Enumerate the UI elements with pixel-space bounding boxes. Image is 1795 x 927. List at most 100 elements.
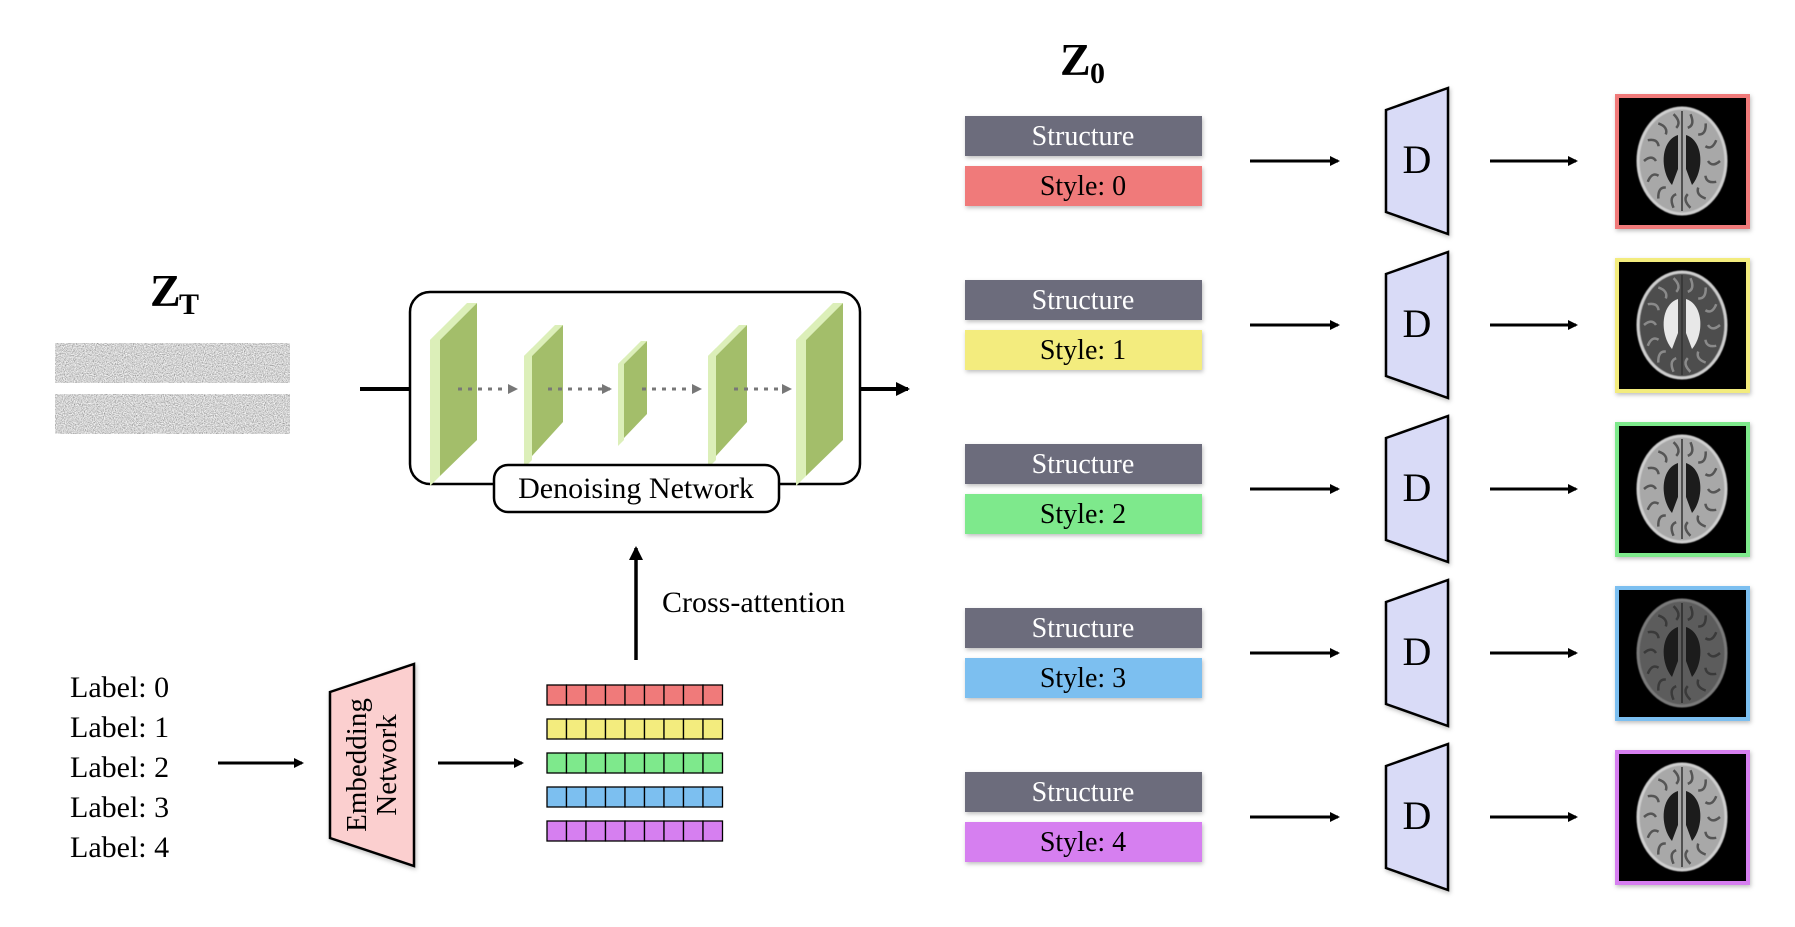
token-cell (546, 718, 568, 740)
style-label: Style: 3 (1040, 663, 1126, 694)
token-cell (702, 752, 724, 774)
token-cell (585, 752, 607, 774)
decoder-block (1384, 86, 1450, 236)
noise-strip-2 (55, 394, 290, 434)
token-cell (585, 718, 607, 740)
token-cell (682, 718, 704, 740)
token-cell (624, 786, 646, 808)
token-cell (702, 786, 724, 808)
label-item: Label: 1 (70, 711, 169, 744)
token-cell (682, 786, 704, 808)
token-row (546, 786, 724, 808)
token-cell (546, 820, 568, 842)
label-item: Label: 3 (70, 791, 169, 824)
token-cell (565, 786, 587, 808)
decoder-block (1384, 414, 1450, 564)
brain-mri-slice (1636, 106, 1728, 216)
label-item: Label: 2 (70, 751, 169, 784)
token-cell (682, 752, 704, 774)
token-row (546, 820, 724, 842)
style-bar (965, 330, 1202, 370)
token-cell (604, 820, 626, 842)
unet-block-4 (708, 325, 747, 468)
token-cell (702, 684, 724, 706)
embedding-trapezoid (328, 662, 416, 868)
style-bar (965, 822, 1202, 862)
token-cell (565, 718, 587, 740)
decoder-label: D (1403, 137, 1432, 182)
structure-bar (965, 116, 1202, 156)
decoder-block (1384, 742, 1450, 892)
token-cell (663, 786, 685, 808)
denoiser-label-box (492, 463, 781, 514)
token-cell (546, 786, 568, 808)
structure-bar (965, 280, 1202, 320)
unet-block-3 (618, 341, 647, 446)
latent-output-symbol: Z (1060, 34, 1091, 85)
label-item: Label: 0 (70, 671, 169, 704)
structure-label: Structure (1032, 449, 1135, 480)
structure-label: Structure (1032, 613, 1135, 644)
style-label: Style: 1 (1040, 335, 1126, 366)
token-cell (643, 684, 665, 706)
unet-block-5 (796, 303, 843, 486)
structure-label: Structure (1032, 285, 1135, 316)
style-label: Style: 2 (1040, 499, 1126, 530)
token-cell (624, 752, 646, 774)
brain-mri-slice (1636, 270, 1728, 380)
token-cell (546, 684, 568, 706)
brain-mri-slice (1636, 434, 1728, 544)
latent-input-group: Z T (55, 265, 290, 434)
token-cell (702, 718, 724, 740)
latent-input-subscript: T (179, 288, 199, 321)
decoder-label: D (1403, 793, 1432, 838)
token-cell (682, 684, 704, 706)
decoder-label: D (1403, 629, 1432, 674)
token-cell (604, 684, 626, 706)
token-cell (643, 718, 665, 740)
token-row (546, 752, 724, 774)
token-cell (643, 752, 665, 774)
token-cell (604, 718, 626, 740)
token-cell (643, 786, 665, 808)
denoiser-label: Denoising Network (518, 472, 754, 505)
structure-label: Structure (1032, 121, 1135, 152)
latent-output-subscript: 0 (1090, 57, 1105, 90)
token-cell (682, 820, 704, 842)
token-cell (604, 786, 626, 808)
token-row (546, 684, 724, 706)
latent-input-symbol: Z (150, 265, 181, 316)
style-label: Style: 4 (1040, 827, 1126, 858)
structure-bar (965, 444, 1202, 484)
embedding-label-line2: Network (371, 714, 403, 816)
decoder-label: D (1403, 301, 1432, 346)
token-cell (565, 752, 587, 774)
style-label: Style: 0 (1040, 171, 1126, 202)
style-bar (965, 166, 1202, 206)
decoder-block (1384, 578, 1450, 728)
token-cell (585, 684, 607, 706)
brain-mri-slice (1636, 598, 1728, 708)
token-cell (663, 752, 685, 774)
token-row (546, 718, 724, 740)
token-cell (663, 820, 685, 842)
unet-block-2 (524, 325, 563, 468)
label-list: Label: 0 Label: 1 Label: 2 Label: 3 Labe… (70, 671, 169, 864)
cross-attention-label: Cross-attention (662, 586, 845, 619)
token-cell (565, 820, 587, 842)
token-cell (565, 684, 587, 706)
token-cell (585, 820, 607, 842)
decoder-block (1384, 250, 1450, 400)
structure-bar (965, 772, 1202, 812)
token-cell (624, 684, 646, 706)
token-cell (663, 684, 685, 706)
label-item: Label: 4 (70, 831, 169, 864)
style-bar (965, 658, 1202, 698)
brain-mri-slice (1636, 762, 1728, 872)
